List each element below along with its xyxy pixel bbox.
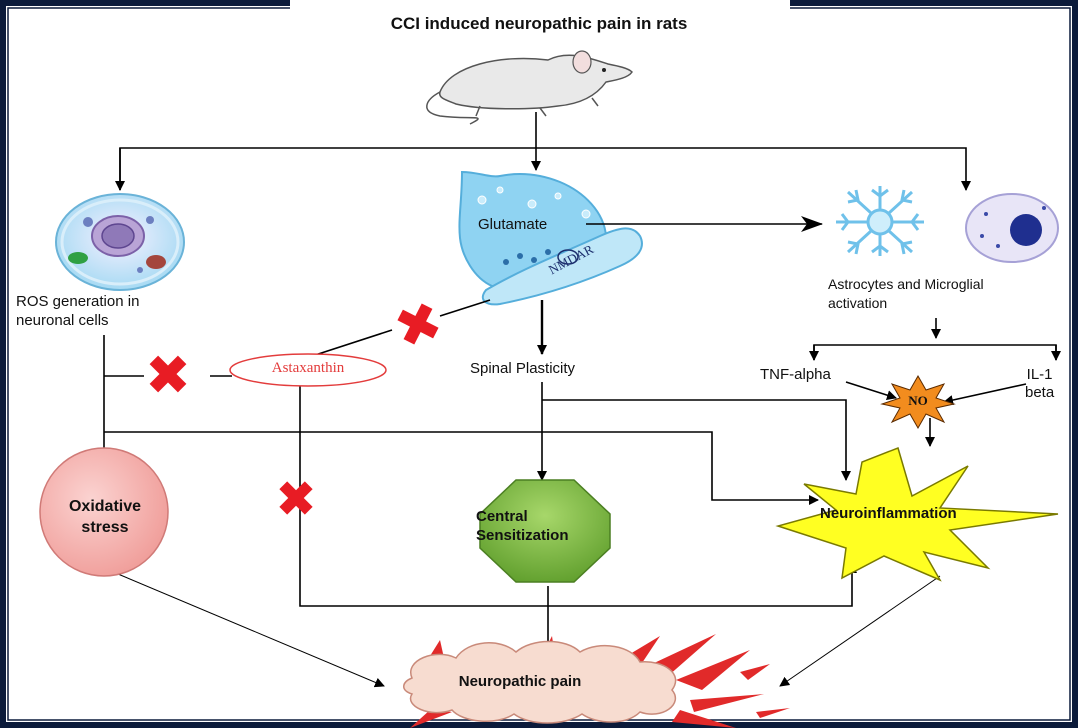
diagram-title: CCI induced neuropathic pain in rats	[390, 14, 688, 33]
central-sensitization-node	[479, 479, 611, 583]
astro-label-line: activation	[828, 295, 888, 311]
astaxanthin-node	[229, 353, 387, 387]
neuroinflammation-node	[775, 447, 1059, 582]
astrocyte-microglia-label: Astrocytes and Microglial activation	[828, 275, 1048, 313]
il-label-line: beta	[1025, 384, 1055, 401]
no-starburst	[880, 374, 956, 430]
neuroinflammation-label: Neuroinflammation	[820, 505, 957, 522]
central-sensitization-label: Central Sensitization	[476, 507, 569, 545]
inhibition-x-icon	[279, 481, 313, 515]
ox-label-line: stress	[81, 519, 129, 536]
inhibition-x-icon	[149, 355, 187, 393]
oxidative-stress-label: Oxidative stress	[38, 496, 172, 538]
rat-image	[426, 50, 633, 125]
oxidative-stress-node	[39, 447, 169, 577]
ros-generation-label: ROS generation in neuronal cells	[16, 292, 236, 330]
inhibition-marks	[149, 303, 439, 515]
astro-label-line: Astrocytes and Microglial	[828, 276, 984, 292]
neuropathic-pain-label: Neuropathic pain	[458, 673, 582, 690]
spinal-plasticity-label: Spinal Plasticity	[470, 360, 576, 377]
astaxanthin-label: Astaxanthin	[271, 360, 345, 376]
ros-label-line: neuronal cells	[16, 312, 109, 329]
inhibition-x-icon	[397, 303, 439, 345]
ros-label-line: ROS generation in	[16, 293, 140, 310]
ox-label-line: Oxidative	[68, 498, 142, 515]
il-label-line: IL-1	[1026, 366, 1053, 383]
no-label: NO	[908, 393, 928, 408]
astrocyte-image	[836, 186, 924, 256]
il-1-beta-label: IL-1 beta	[1025, 366, 1054, 402]
neuropathic-pain-node	[403, 634, 790, 728]
flow-arrows	[99, 112, 1061, 688]
microglia-image	[965, 193, 1059, 263]
tnf-alpha-label: TNF-alpha	[760, 366, 831, 383]
neuronal-cell-image	[55, 193, 185, 291]
synapse-image	[458, 170, 643, 306]
glutamate-label: Glutamate	[478, 216, 548, 233]
cs-label-line: Sensitization	[476, 527, 569, 544]
cs-label-line: Central	[476, 508, 528, 525]
